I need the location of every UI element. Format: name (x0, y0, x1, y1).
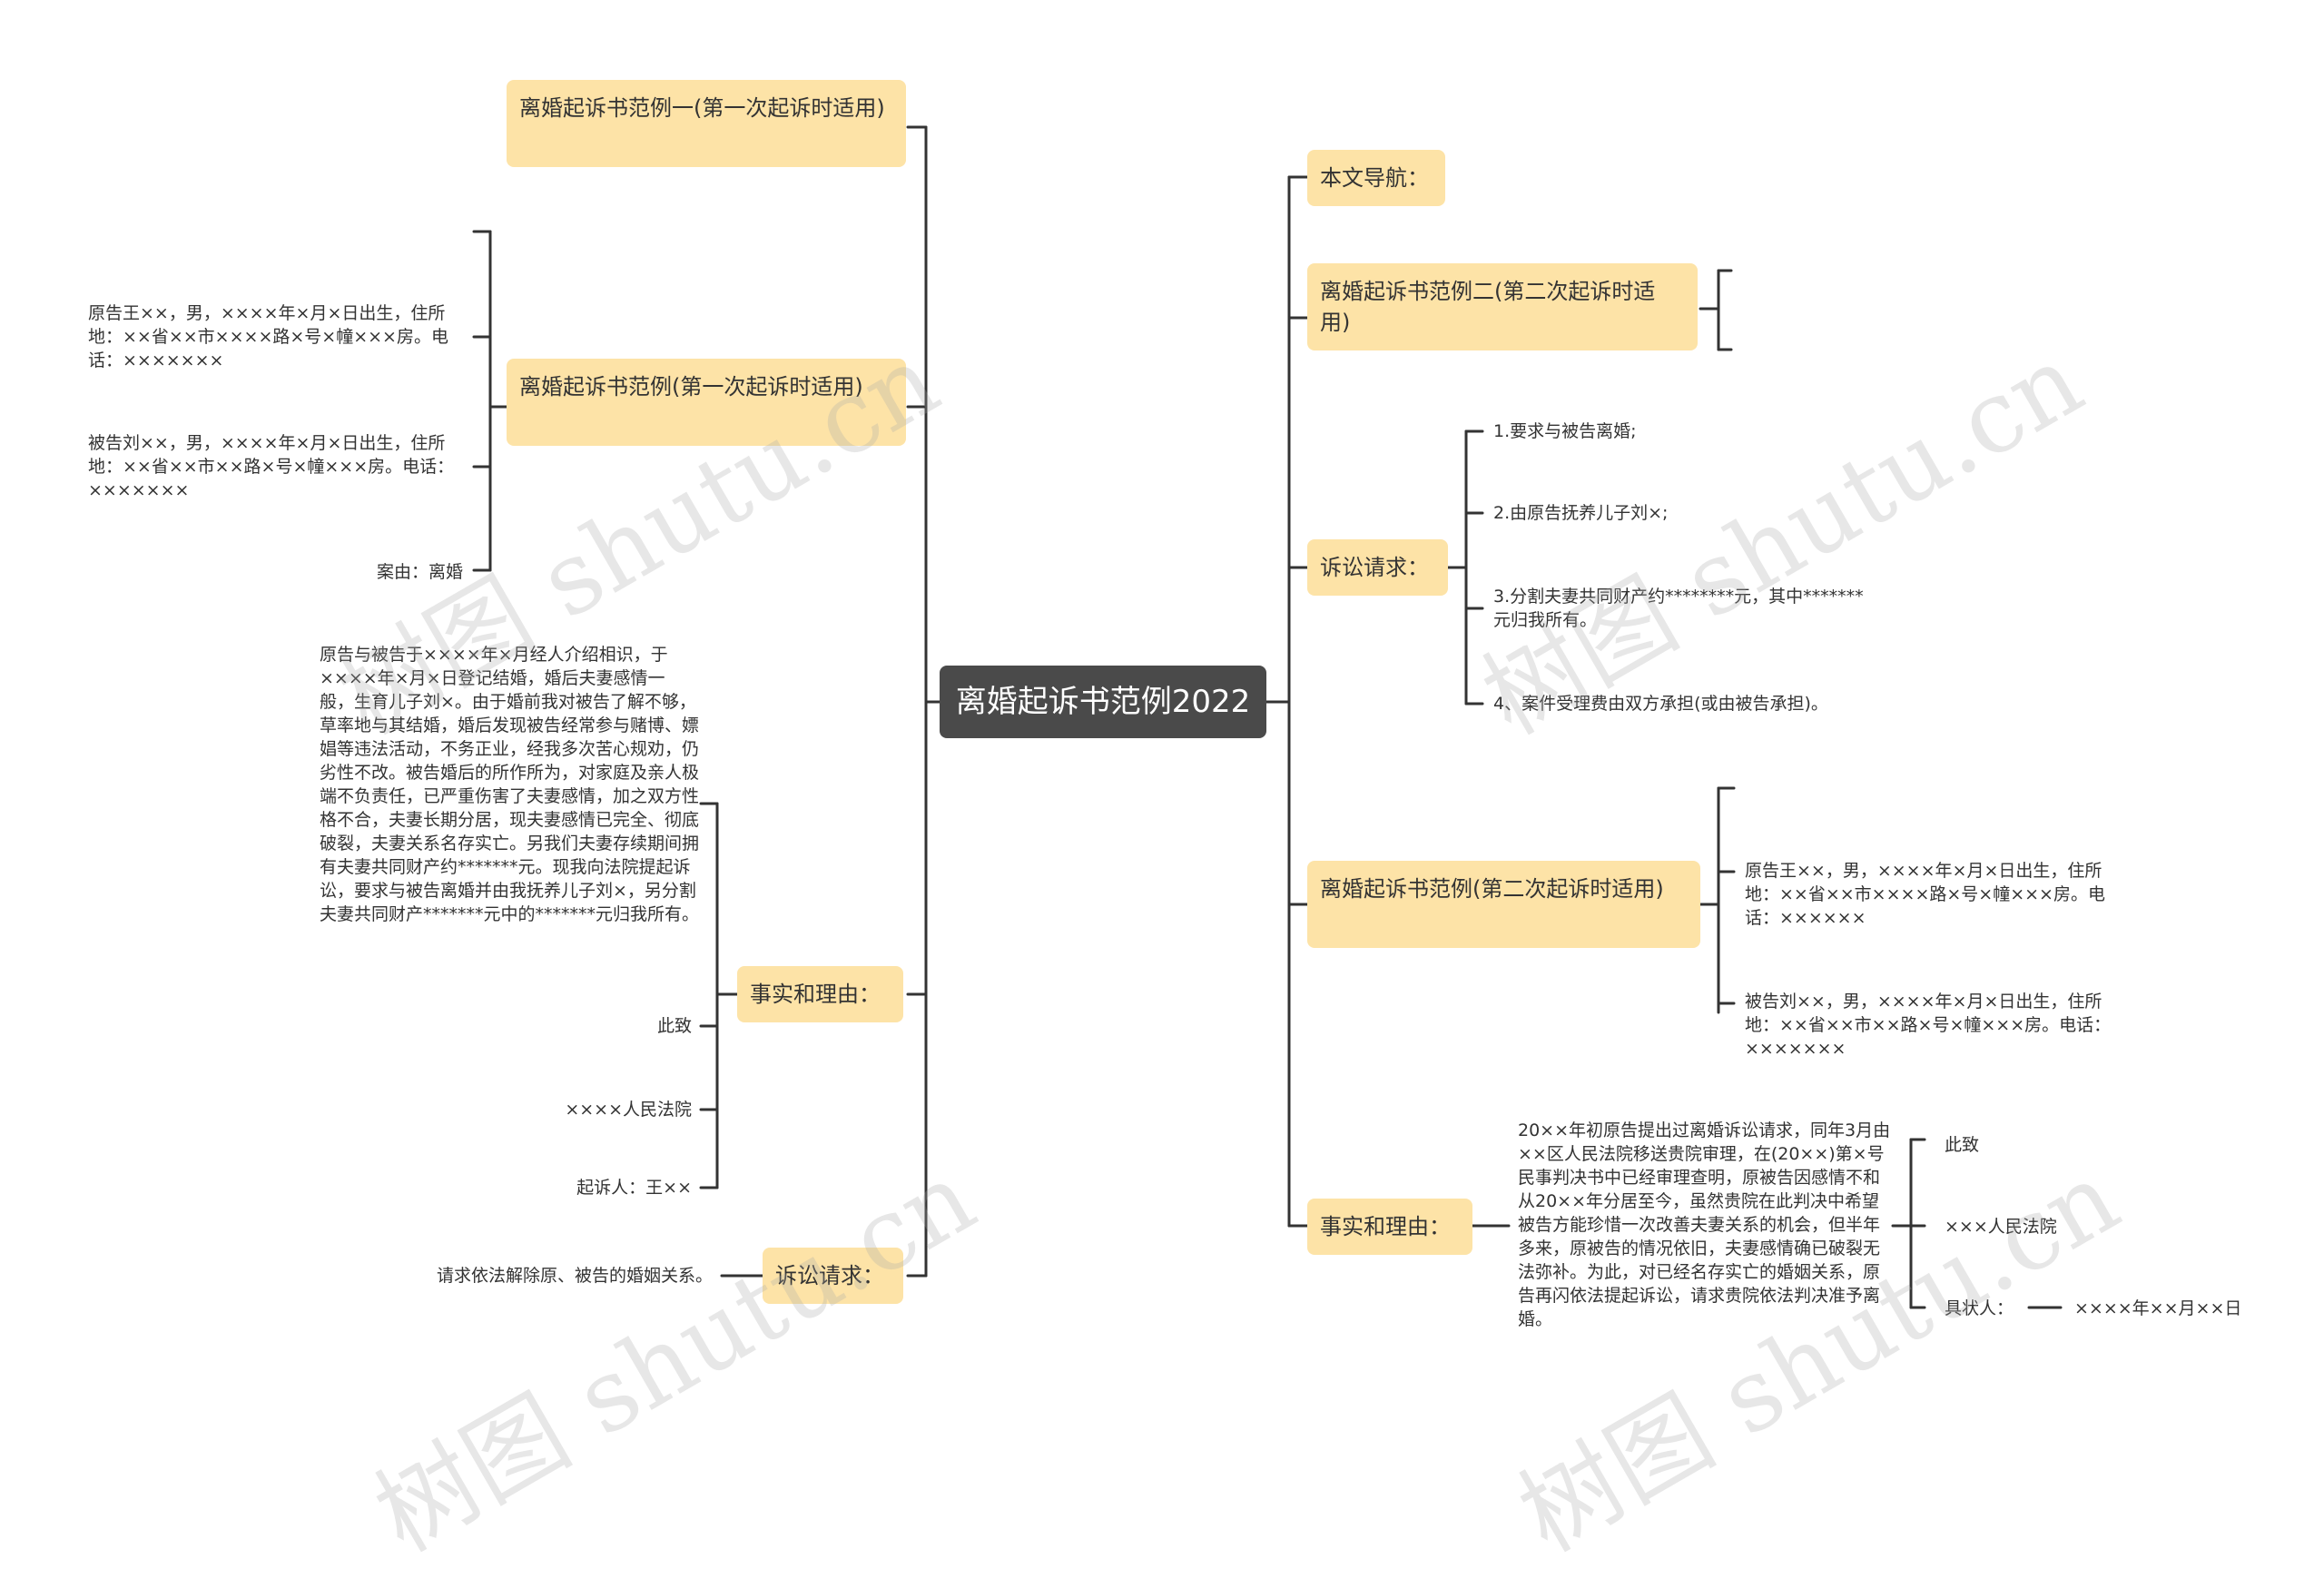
node-nav[interactable]: 本文导航： (1307, 150, 1445, 206)
node-claims-right[interactable]: 诉讼请求： (1307, 539, 1448, 596)
node-example-one[interactable]: 离婚起诉书范例一(第一次起诉时适用) (507, 80, 906, 167)
plaintiff-info-left: 原告王××，男，××××年×月×日出生，住所地：××省××市××××路×号×幢×… (88, 303, 448, 370)
root-node[interactable]: 离婚起诉书范例2022 (940, 666, 1266, 738)
node-facts-left[interactable]: 事实和理由： (737, 966, 903, 1022)
node-example-first-lawsuit[interactable]: 离婚起诉书范例(第一次起诉时适用) (507, 359, 906, 446)
claim-item-4: 4、案件受理费由双方承担(或由被告承担)。 (1493, 694, 1828, 714)
claims-body-left: 请求依法解除原、被告的婚姻关系。 (436, 1266, 713, 1286)
node-claims-left[interactable]: 诉讼请求： (763, 1248, 903, 1304)
facts-body-left: 原告与被告于××××年×月经人介绍相识，于××××年×月×日登记结婚，婚后夫妻感… (320, 645, 700, 924)
node-example-two[interactable]: 离婚起诉书范例二(第二次起诉时适用) (1307, 263, 1698, 350)
facts-court-left: ××××人民法院 (565, 1100, 692, 1120)
defendant-info-left: 被告刘××，男，××××年×月×日出生，住所地：××省××市××路×号×幢×××… (88, 433, 455, 500)
connector-lines (472, 125, 2063, 1309)
case-cause: 案由：离婚 (376, 562, 463, 582)
claim-item-3: 3.分割夫妻共同财产约********元，其中*******元归我所有。 (1493, 587, 1864, 630)
facts-court-right: ×××人民法院 (1945, 1217, 2057, 1237)
facts-signer-left: 起诉人：王×× (576, 1178, 692, 1198)
node-example-second-lawsuit[interactable]: 离婚起诉书范例(第二次起诉时适用) (1307, 861, 1700, 948)
facts-salute-right: 此致 (1945, 1135, 1980, 1155)
facts-signer-right: 具状人： (1945, 1298, 2014, 1318)
mind-map: 离婚起诉书范例2022 离婚起诉书范例一(第一次起诉时适用) 离婚起诉书范例(第… (88, 80, 2242, 1574)
node-facts-right[interactable]: 事实和理由： (1307, 1199, 1472, 1255)
claim-item-1: 1.要求与被告离婚; (1493, 421, 1637, 441)
facts-date-right: ××××年××月××日 (2074, 1298, 2242, 1318)
facts-salute-left: 此致 (656, 1016, 692, 1036)
facts-body-right: 20××年初原告提出过离婚诉讼请求，同年3月由××区人民法院移送贵院审理，在(2… (1518, 1120, 1891, 1329)
defendant-info-right: 被告刘××，男，××××年×月×日出生，住所地：××省××市××路×号×幢×××… (1745, 992, 2112, 1059)
plaintiff-info-right: 原告王××，男，××××年×月×日出生，住所地：××省××市××××路×号×幢×… (1745, 861, 2105, 928)
claim-item-2: 2.由原告抚养儿子刘×; (1493, 503, 1669, 523)
